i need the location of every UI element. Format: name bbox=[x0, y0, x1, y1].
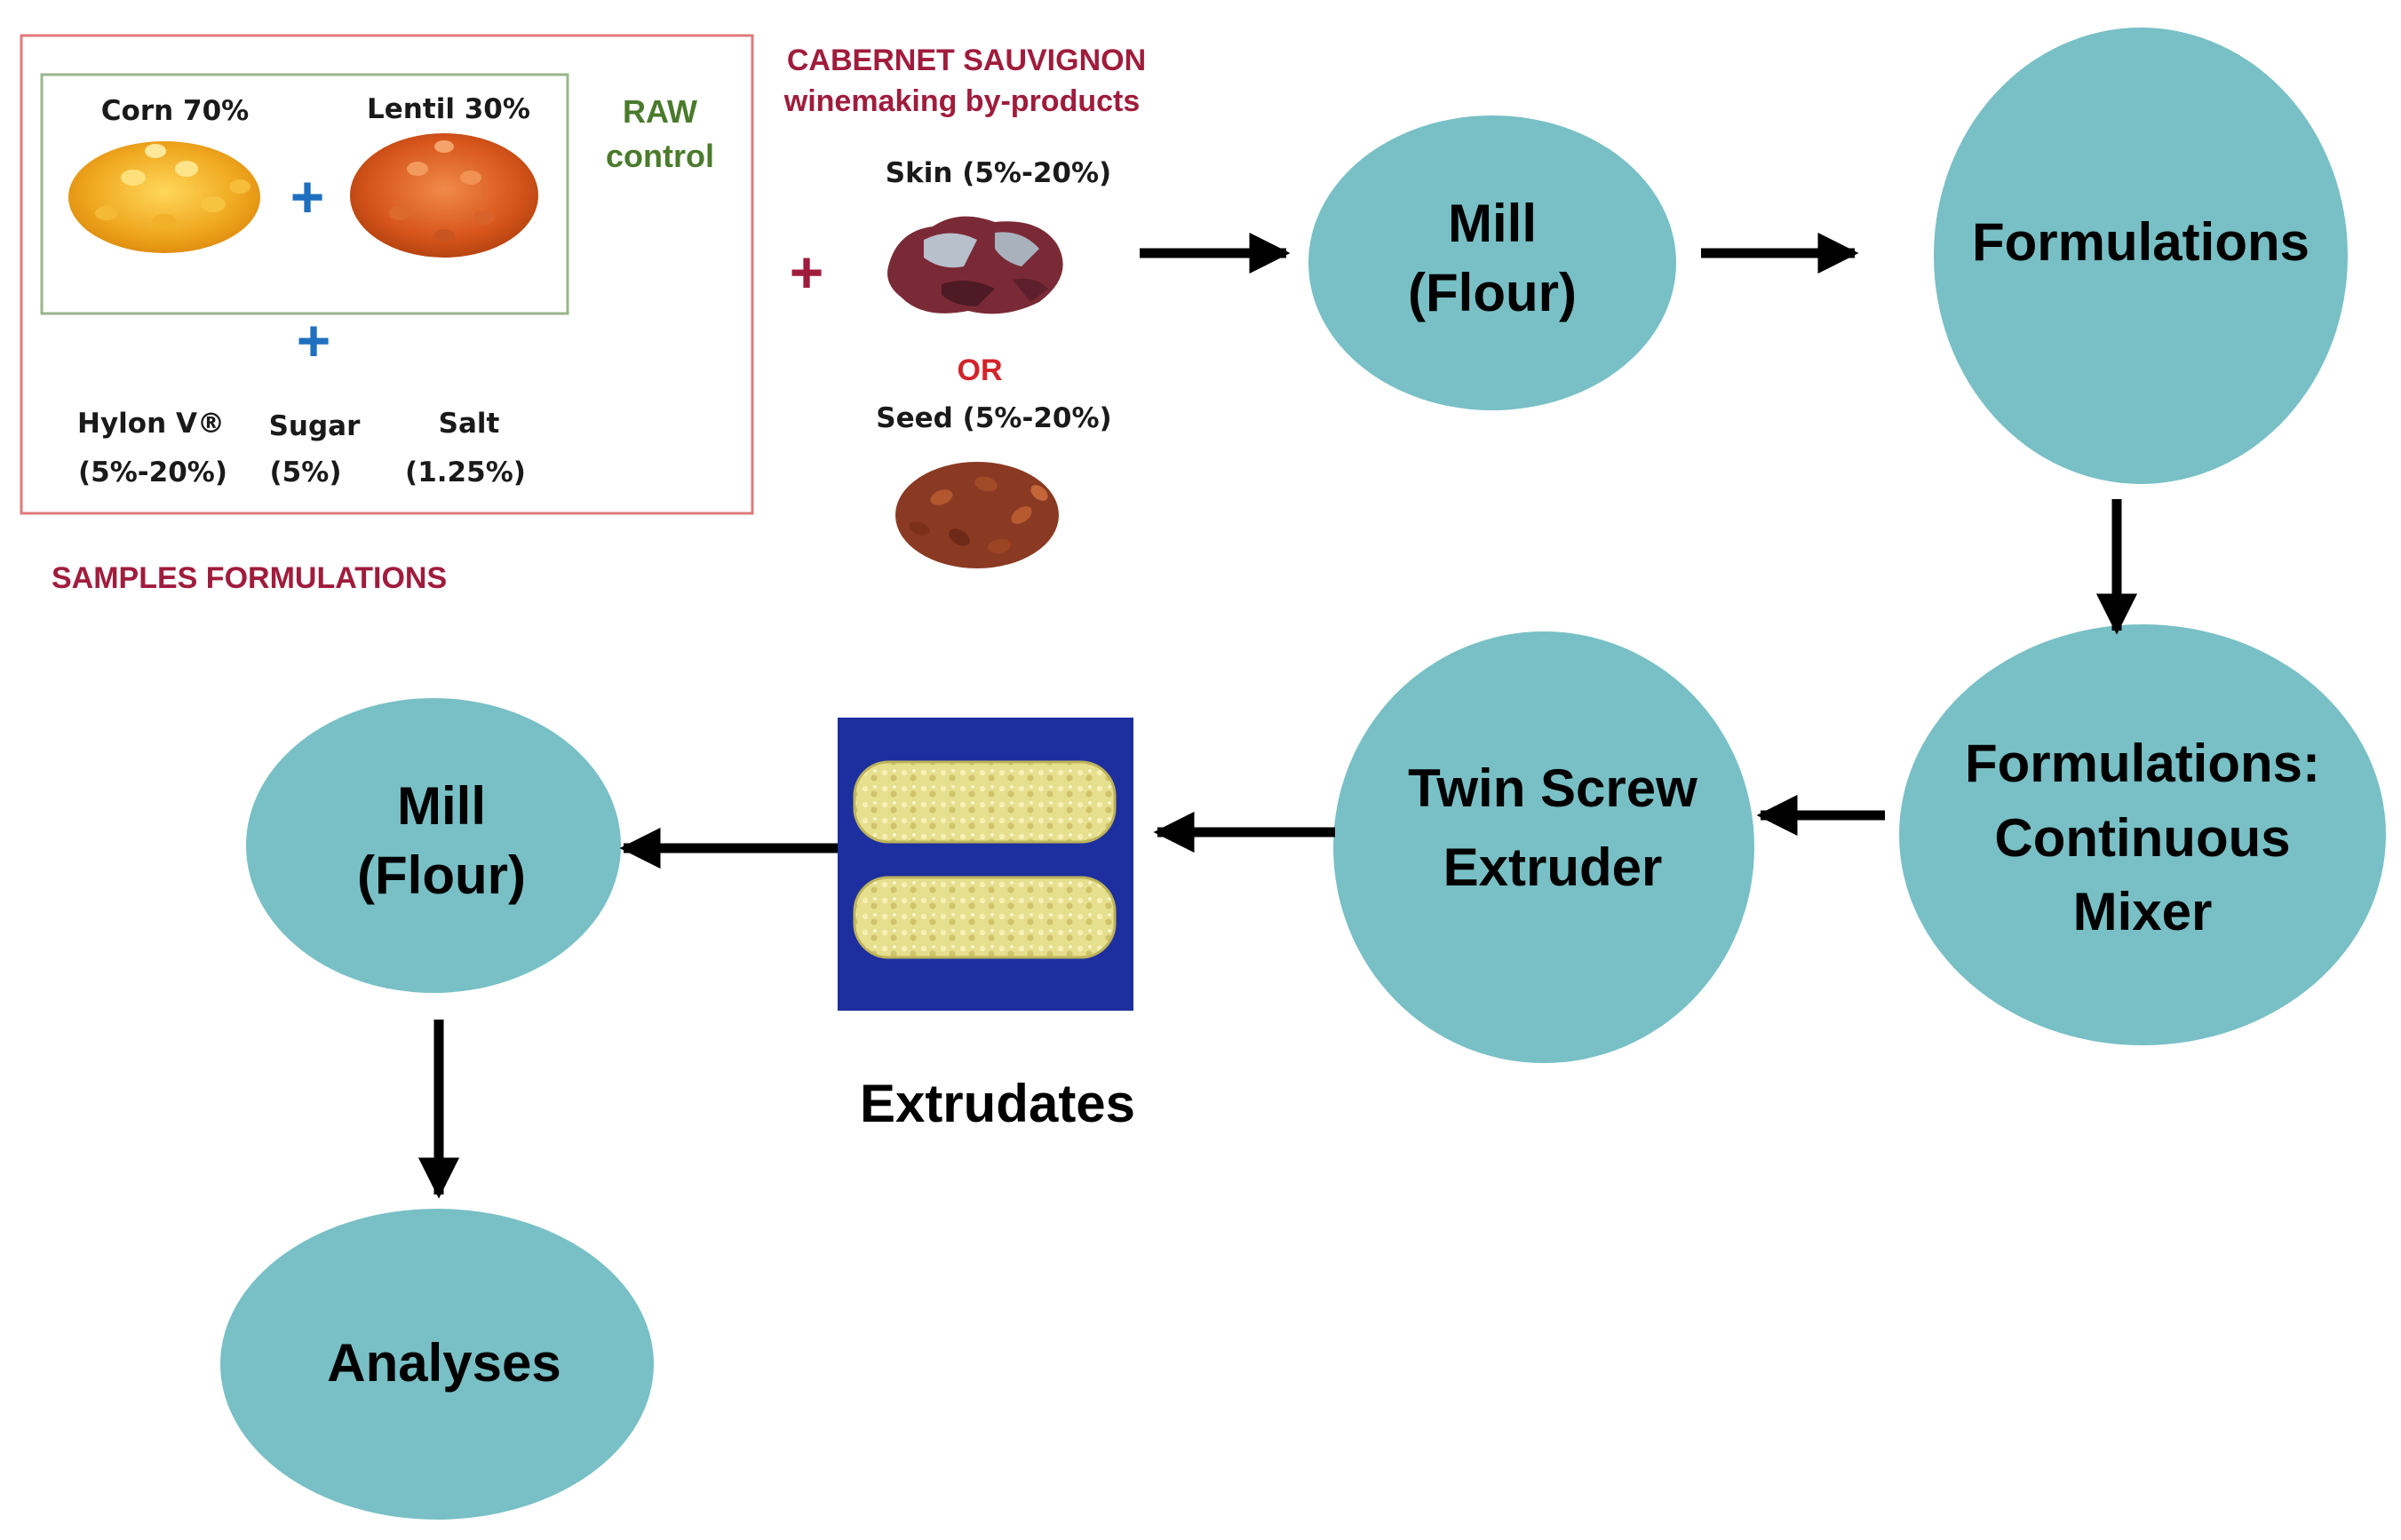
lentils-image bbox=[350, 133, 538, 258]
extrudates-photo bbox=[838, 718, 1133, 1011]
byproducts-title-line1: CABERNET SAUVIGNON bbox=[787, 44, 1146, 77]
twin-screw-extruder-line2: Extruder bbox=[1443, 837, 1663, 897]
sugar-label: Sugar bbox=[269, 410, 362, 442]
byproducts-title-line2: winemaking by-products bbox=[783, 84, 1141, 118]
plus-icon-byproducts: + bbox=[790, 239, 824, 305]
mill-flour-node-top-line1: Mill bbox=[1448, 194, 1537, 253]
continuous-mixer-line2: Continuous bbox=[1994, 808, 2290, 868]
grape-seeds-image bbox=[895, 462, 1059, 568]
salt-label: Salt bbox=[439, 408, 500, 440]
plus-icon-corn-lentil: + bbox=[290, 163, 325, 229]
raw-control-inner-box bbox=[40, 73, 569, 315]
twin-screw-extruder-line1: Twin Screw bbox=[1408, 758, 1697, 818]
samples-formulations-heading: SAMPLES FORMULATIONS bbox=[52, 561, 447, 595]
mill-flour-node-bottom bbox=[246, 698, 621, 993]
lentil-label: Lentil 30% bbox=[367, 93, 530, 125]
raw-label: RAW bbox=[623, 93, 697, 130]
hylon-label: Hylon V® bbox=[77, 408, 225, 440]
sugar-percentage: (5%) bbox=[270, 456, 342, 488]
analyses-node-label: Analyses bbox=[327, 1333, 561, 1393]
continuous-mixer-line1: Formulations: bbox=[1965, 734, 2320, 793]
mill-flour-node-bottom-line2: (Flour) bbox=[357, 845, 526, 905]
continuous-mixer-line3: Mixer bbox=[2073, 882, 2213, 941]
mill-flour-node-bottom-line1: Mill bbox=[397, 776, 486, 836]
samples-outer-box bbox=[20, 34, 754, 515]
seed-label: Seed (5%-20%) bbox=[876, 402, 1111, 434]
corn-kernels-image bbox=[68, 141, 260, 253]
formulations-node bbox=[1934, 28, 2348, 484]
corn-label: Corn 70% bbox=[101, 95, 249, 127]
twin-screw-extruder-node bbox=[1333, 631, 1754, 1063]
analyses-node bbox=[220, 1209, 654, 1520]
extrudates-label: Extrudates bbox=[860, 1074, 1135, 1133]
mill-flour-node-top bbox=[1308, 115, 1676, 410]
control-label: control bbox=[606, 138, 714, 174]
plus-icon-additives: + bbox=[297, 307, 331, 373]
formulations-node-label: Formulations bbox=[1972, 212, 2310, 272]
skin-label: Skin (5%-20%) bbox=[886, 157, 1111, 189]
salt-percentage: (1.25%) bbox=[405, 456, 526, 488]
mill-flour-node-top-line2: (Flour) bbox=[1408, 263, 1577, 322]
or-label: OR bbox=[958, 353, 1003, 387]
grape-skin-image bbox=[887, 216, 1063, 314]
continuous-mixer-node bbox=[1899, 624, 2386, 1045]
hylon-percentage: (5%-20%) bbox=[78, 456, 227, 488]
